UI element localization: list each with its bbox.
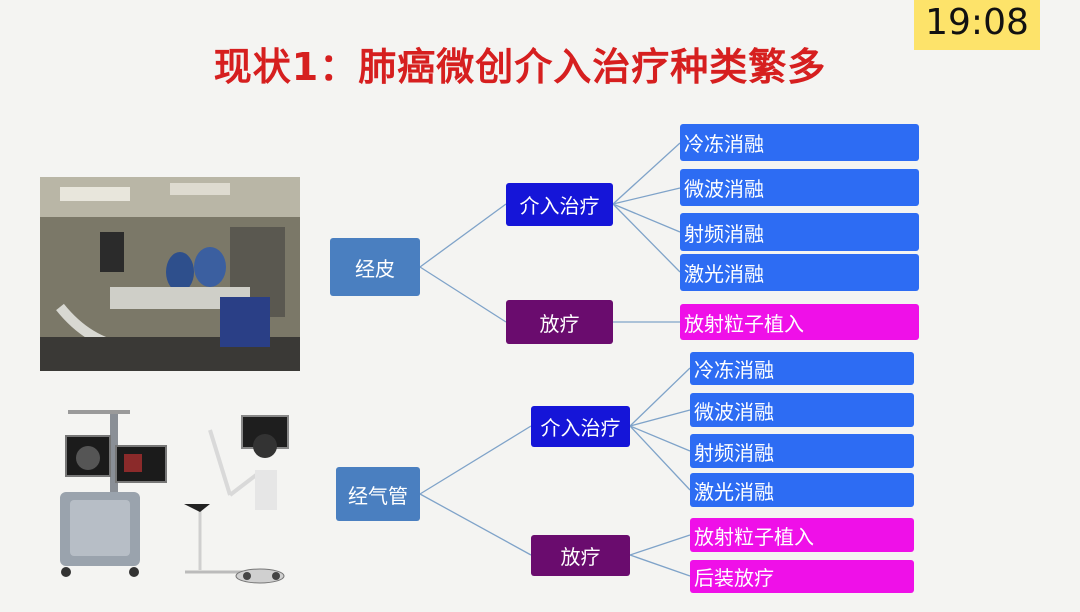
timer-badge: 19:08 [914,0,1040,50]
leaf-lower-afterloading: 后装放疗 [690,560,914,593]
leaf-lower-radiofrequency-ablation: 射频消融 [690,434,914,468]
branch-upper-radiotherapy: 放疗 [506,300,613,344]
leaf-lower-laser-ablation: 激光消融 [690,473,914,507]
branch-lower-radiotherapy: 放疗 [531,535,630,576]
branch-lower-intervention: 介入治疗 [531,406,630,447]
branch-upper-intervention: 介入治疗 [506,183,613,226]
navigation-devices-illustration [50,400,310,590]
operating-room-photo [40,177,300,371]
root-transbronchial: 经气管 [336,467,420,521]
leaf-lower-cryoablation: 冷冻消融 [690,352,914,385]
leaf-upper-laser-ablation: 激光消融 [680,254,919,291]
root-percutaneous: 经皮 [330,238,420,296]
leaf-lower-seed-implant: 放射粒子植入 [690,518,914,552]
slide-title: 现状1：肺癌微创介入治疗种类繁多 [213,45,827,89]
leaf-upper-cryoablation: 冷冻消融 [680,124,919,161]
leaf-upper-microwave-ablation: 微波消融 [680,169,919,206]
leaf-lower-microwave-ablation: 微波消融 [690,393,914,427]
leaf-upper-seed-implant: 放射粒子植入 [680,304,919,340]
leaf-upper-radiofrequency-ablation: 射频消融 [680,213,919,251]
